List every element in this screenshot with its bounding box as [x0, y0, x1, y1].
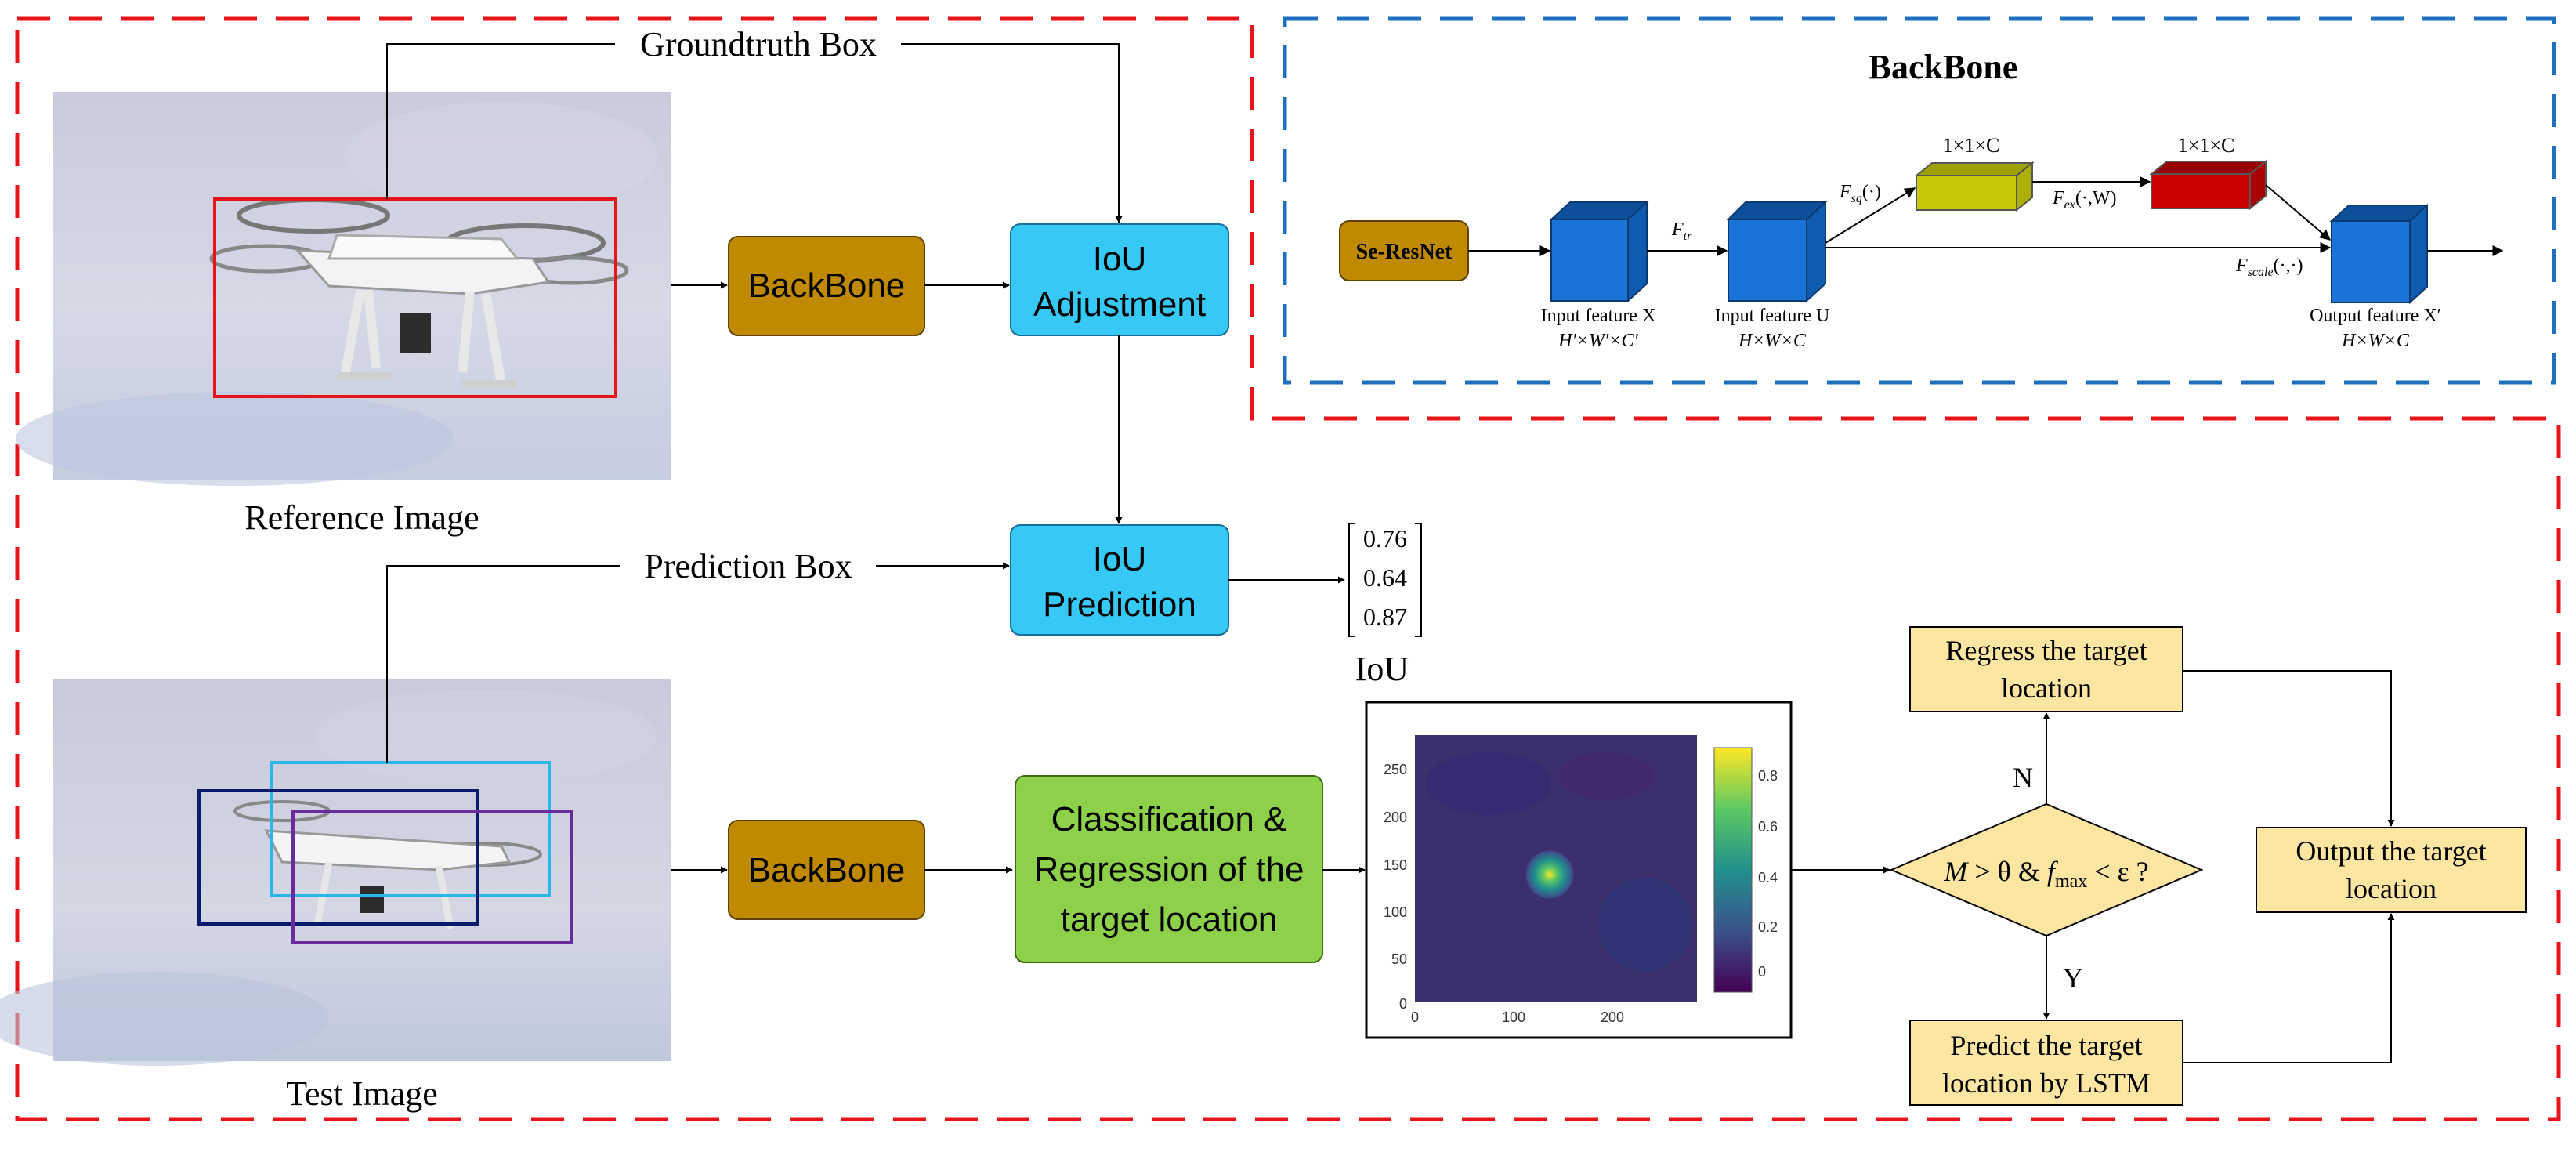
iou-adjustment-box: IoU Adjustment — [1010, 223, 1229, 336]
decision-diamond: M > θ & fmax < ε ? — [1889, 802, 2204, 937]
svg-text:location: location — [2346, 873, 2437, 904]
svg-text:Output the target: Output the target — [2296, 835, 2486, 867]
f-sq-label: Fsq(·) — [1839, 182, 1881, 205]
se-resnet-box: Se-ResNet — [1339, 220, 1469, 281]
svg-text:0.8: 0.8 — [1758, 768, 1778, 784]
output-target-box: Output the target location — [2256, 827, 2527, 913]
svg-text:Prediction: Prediction — [1043, 585, 1196, 624]
svg-text:M > θ & fmax < ε ?: M > θ & fmax < ε ? — [1943, 856, 2148, 892]
svg-text:0: 0 — [1758, 964, 1766, 980]
iou-label: IoU — [1355, 650, 1409, 688]
svg-text:0: 0 — [1399, 996, 1407, 1012]
svg-text:0.76: 0.76 — [1363, 524, 1407, 552]
response-heatmap: 250 200 150 100 50 0 0 100 200 0.8 0.6 0… — [1365, 701, 1793, 1039]
iou-values-vector: 0.76 0.64 0.87 — [1348, 523, 1422, 637]
output-x-dim: H×W×C — [2341, 331, 2410, 351]
input-u-caption: Input feature U — [1715, 306, 1830, 326]
svg-text:Classification &: Classification & — [1051, 800, 1287, 839]
regress-target-box: Regress the target location — [1909, 626, 2183, 712]
heatmap-x-ticks: 0 100 200 — [1411, 1009, 1624, 1025]
input-u-dim: H×W×C — [1738, 331, 1807, 351]
svg-text:100: 100 — [1502, 1009, 1525, 1025]
svg-text:location: location — [2001, 672, 2092, 704]
svg-text:0.6: 0.6 — [1758, 819, 1778, 835]
backbone-box-top: BackBone — [728, 236, 925, 336]
input-feature-x-cube — [1549, 200, 1649, 303]
svg-text:0.64: 0.64 — [1363, 563, 1407, 592]
f-scale-label: Fscale(·,·) — [2235, 255, 2303, 279]
svg-text:200: 200 — [1601, 1009, 1624, 1025]
svg-text:BackBone: BackBone — [748, 266, 906, 305]
excite-to-output-arrow — [2265, 184, 2332, 241]
output-feature-x-prime-cube — [2329, 203, 2429, 305]
iou-prediction-box: IoU Prediction — [1010, 524, 1229, 636]
svg-text:50: 50 — [1391, 951, 1407, 967]
prediction-box-purple — [291, 810, 573, 944]
svg-text:0.87: 0.87 — [1363, 603, 1407, 631]
prediction-box-label: Prediction Box — [644, 547, 852, 585]
prediction-box-line — [386, 566, 1009, 763]
svg-text:0.4: 0.4 — [1758, 870, 1778, 886]
regress-to-output-arrow — [2183, 670, 2395, 827]
output-x-caption: Output feature X′ — [2310, 306, 2441, 326]
test-image — [0, 679, 671, 1066]
backbone-box-bottom: BackBone — [728, 820, 925, 920]
test-image-caption: Test Image — [286, 1074, 438, 1113]
input-x-dim: H′×W′×C′ — [1558, 331, 1638, 351]
svg-text:200: 200 — [1384, 810, 1407, 825]
svg-text:location by LSTM: location by LSTM — [1942, 1067, 2151, 1099]
f-tr-label: Ftr — [1671, 219, 1692, 243]
svg-text:Regress the target: Regress the target — [1945, 635, 2147, 666]
svg-text:target location: target location — [1061, 900, 1277, 939]
excite-dim-label: 1×1×C — [2178, 134, 2235, 157]
svg-text:Adjustment: Adjustment — [1033, 285, 1206, 324]
prediction-box-light-blue — [270, 761, 551, 897]
excite-red-block — [2149, 159, 2268, 211]
f-ex-label: Fex(·,W) — [2052, 188, 2117, 212]
svg-text:Se-ResNet: Se-ResNet — [1356, 240, 1453, 264]
svg-text:250: 250 — [1384, 762, 1407, 777]
squeeze-dim-label: 1×1×C — [1943, 134, 2000, 157]
svg-text:150: 150 — [1384, 857, 1407, 873]
groundtruth-line — [386, 43, 1119, 223]
input-x-caption: Input feature X — [1541, 306, 1656, 326]
decision-no-label: N — [2013, 762, 2033, 793]
prediction-box-navy — [197, 789, 479, 926]
heatmap-colorbar — [1713, 747, 1753, 993]
top-red-dashed-frame — [15, 16, 2561, 1121]
svg-text:IoU: IoU — [1093, 240, 1146, 278]
svg-text:Predict the target: Predict the target — [1950, 1030, 2142, 1061]
decision-yes-label: Y — [2063, 962, 2083, 994]
svg-text:BackBone: BackBone — [748, 851, 906, 889]
predict-lstm-box: Predict the target location by LSTM — [1909, 1020, 2183, 1106]
classification-regression-box: Classification & Regression of the targe… — [1015, 775, 1323, 963]
heatmap-peak — [1523, 848, 1576, 901]
reference-image — [16, 92, 671, 486]
colorbar-ticks: 0.8 0.6 0.4 0.2 0 — [1758, 768, 1778, 980]
svg-text:Regression of the: Regression of the — [1034, 850, 1304, 889]
groundtruth-box-overlay — [213, 197, 617, 398]
squeeze-yellow-block — [1914, 161, 2035, 212]
backbone-detail-title: BackBone — [1869, 48, 2018, 86]
backbone-blue-dashed-frame — [1283, 16, 2556, 385]
groundtruth-box-label: Groundtruth Box — [640, 25, 877, 63]
reference-image-caption: Reference Image — [244, 498, 479, 537]
svg-text:0: 0 — [1411, 1009, 1419, 1025]
svg-text:IoU: IoU — [1093, 540, 1146, 578]
heatmap-y-ticks: 250 200 150 100 50 0 — [1384, 762, 1407, 1012]
input-feature-u-cube — [1726, 200, 1828, 303]
svg-text:0.2: 0.2 — [1758, 919, 1778, 935]
u-to-squeeze-arrow — [1825, 187, 1916, 244]
predict-to-output-arrow — [2183, 913, 2395, 1063]
svg-text:100: 100 — [1384, 904, 1407, 920]
